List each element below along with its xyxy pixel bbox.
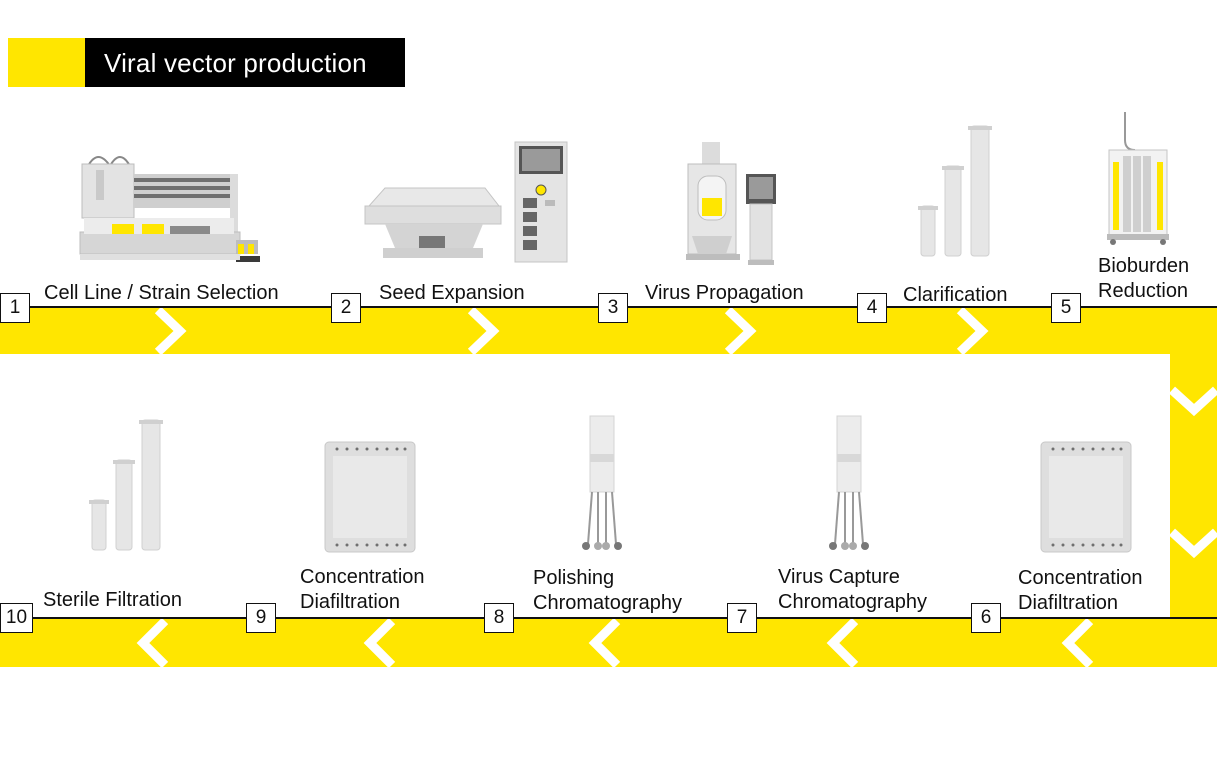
step-7-number: 7 [727,603,757,633]
membrane-cassette-icon [1040,441,1132,553]
chevron-left-4 [363,617,396,669]
step-10-label: Sterile Filtration [43,589,182,611]
step-2-label: Seed Expansion [379,282,525,304]
chevron-right-1 [154,306,187,356]
filter-capsules-icon [918,125,992,257]
step-6-label: Concentration Diafiltration [1018,567,1143,614]
chevron-left-2 [826,617,859,669]
title-bar: Viral vector production [85,38,405,87]
step-10-number: 10 [0,603,33,633]
chevron-left-5 [136,617,169,669]
membrane-cassette-icon [324,441,416,553]
chevron-left-3 [588,617,621,669]
step-1-label: Cell Line / Strain Selection [44,282,279,304]
step-4-label: Clarification [903,284,1008,306]
step-9-label: Concentration Diafiltration [300,566,425,613]
step-6-number: 6 [971,603,1001,633]
chevron-right-4 [956,306,989,356]
chromatography-column-icon [582,415,622,550]
chevron-down-1 [1168,386,1217,417]
title-block: Viral vector production [8,38,405,87]
right-flow-band [1170,308,1217,618]
step-3-label: Virus Propagation [645,282,804,304]
step-1-number: 1 [0,293,30,323]
step-4-number: 4 [857,293,887,323]
step-8-number: 8 [484,603,514,633]
chevron-right-3 [724,306,757,356]
page-title: Viral vector production [104,48,367,78]
bioreactor-icon [686,142,776,265]
title-accent-swatch [8,38,85,87]
chevron-down-2 [1168,528,1217,559]
step-9-number: 9 [246,603,276,633]
filter-rack-icon [1107,112,1169,245]
chevron-right-2 [467,306,500,356]
step-5-number: 5 [1051,293,1081,323]
step-2-number: 2 [331,293,361,323]
rocking-bioreactor-icon [364,141,568,263]
step-3-number: 3 [598,293,628,323]
step-7-label: Virus Capture Chromatography [778,566,927,613]
filter-capsules-icon [89,419,163,551]
step-8-label: Polishing Chromatography [533,567,682,614]
step-5-label: Bioburden Reduction [1098,255,1190,302]
chevron-left-1 [1061,617,1094,669]
liquid-handler-icon [79,156,260,262]
chromatography-column-icon [829,415,869,550]
